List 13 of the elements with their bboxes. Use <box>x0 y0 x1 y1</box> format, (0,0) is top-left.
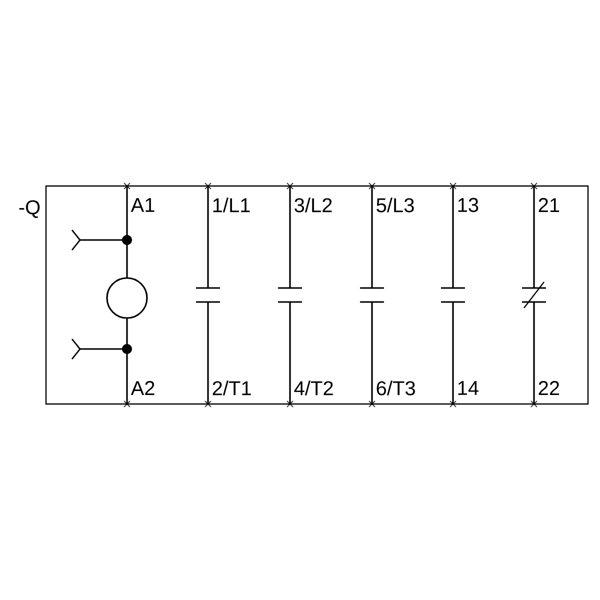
terminal-label: 5/L3 <box>376 198 414 212</box>
terminal-label: A1 <box>130 198 154 212</box>
terminal-label: 3/L2 <box>294 198 332 212</box>
terminal-label: 4/T2 <box>294 380 333 396</box>
terminal-label: 14 <box>458 381 478 395</box>
terminal-label: 1/L1 <box>213 198 250 212</box>
terminal-label: 22 <box>538 381 560 395</box>
terminal-label: 6/T3 <box>376 380 415 396</box>
node-label: -Q <box>19 200 40 218</box>
terminal-label: 2/T1 <box>212 380 251 396</box>
terminal-label: 13 <box>458 198 478 212</box>
terminal-label: 21 <box>538 198 560 212</box>
terminal-label: A2 <box>130 381 154 395</box>
